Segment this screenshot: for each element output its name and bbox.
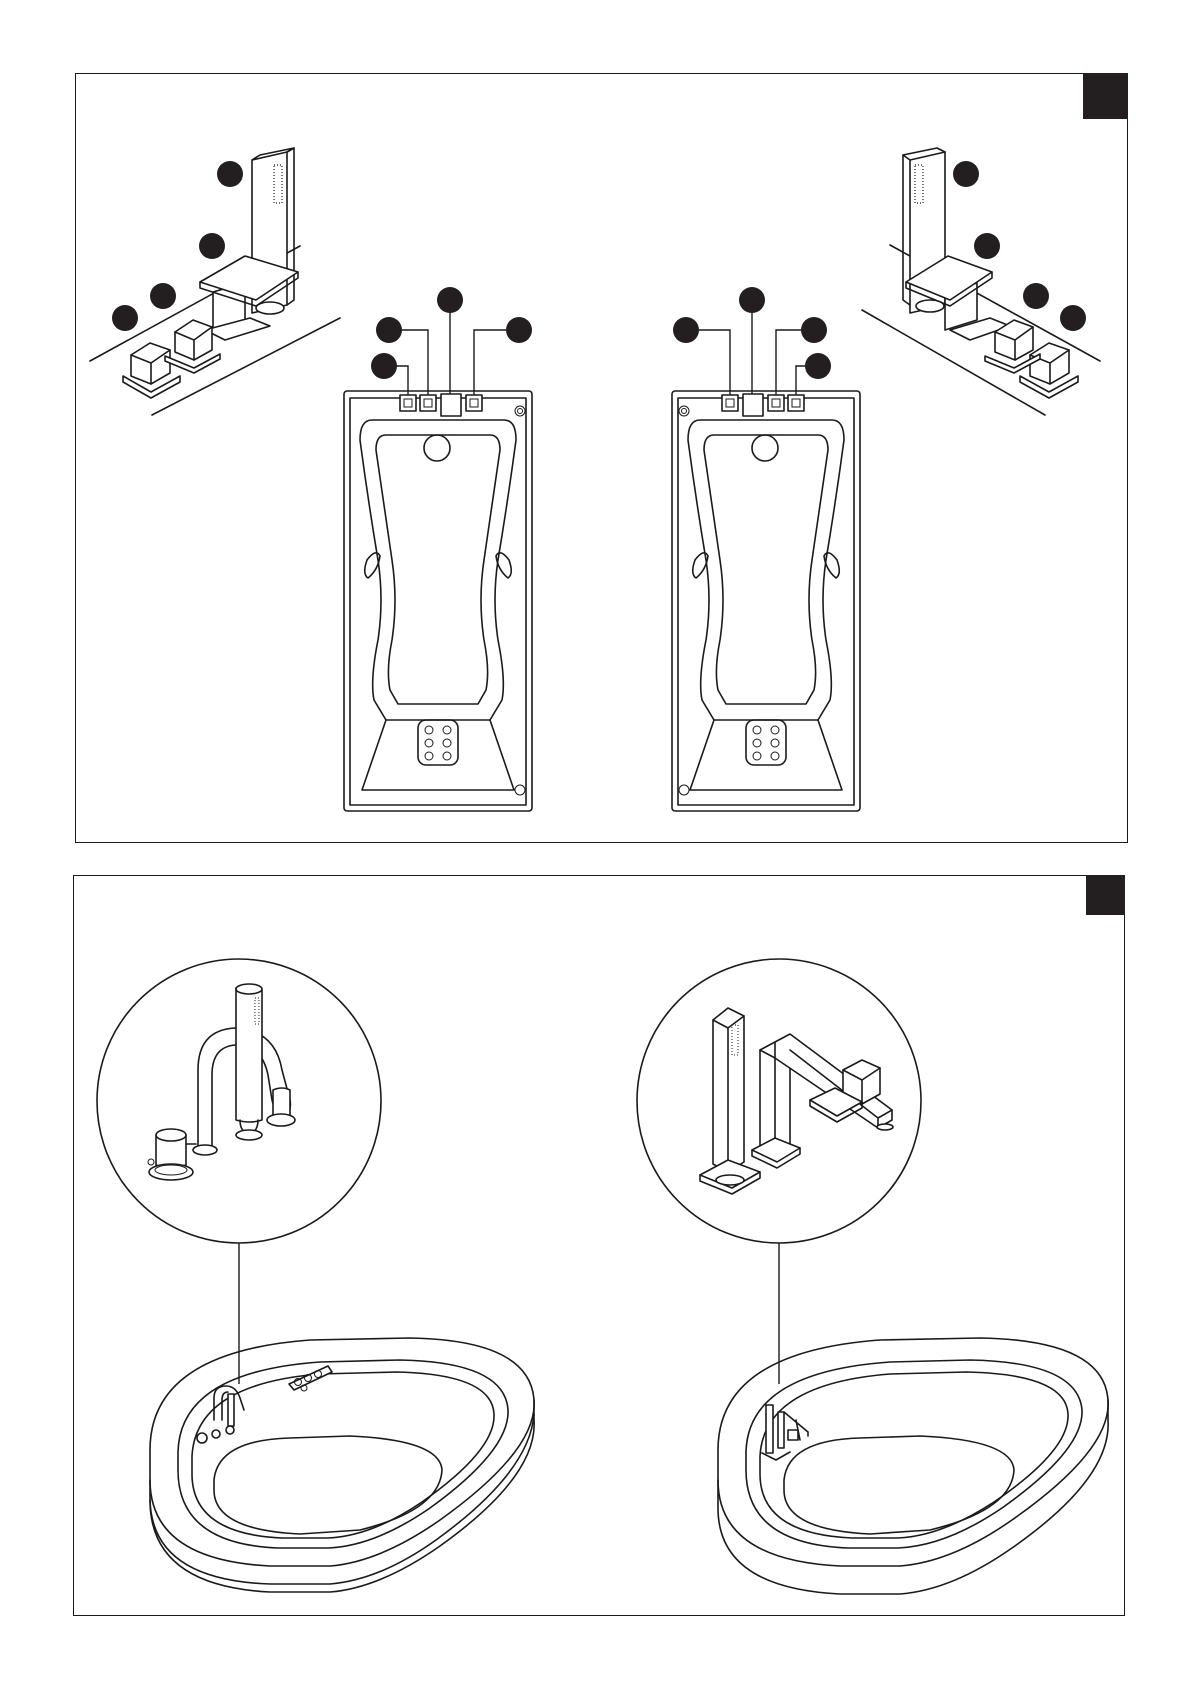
- left-tub-plan-view: [344, 287, 532, 811]
- callout-dot: [673, 317, 699, 343]
- callout-dot: [112, 305, 138, 331]
- callout-dot: [974, 233, 1000, 259]
- callout-dot: [371, 353, 397, 379]
- left-square-faucet-illustration: [90, 148, 340, 415]
- round-faucet-detail-circle: [97, 959, 381, 1384]
- callout-dot: [437, 287, 463, 313]
- callout-dot: [739, 287, 765, 313]
- callout-dot: [1060, 305, 1086, 331]
- callout-dot: [1023, 283, 1049, 309]
- right-tub-plan-view: [672, 287, 860, 811]
- left-oval-bathtub: [150, 1338, 534, 1592]
- callout-dot: [150, 283, 176, 309]
- right-square-faucet-illustration: [862, 148, 1100, 415]
- callout-dot: [217, 161, 243, 187]
- square-faucet-detail-circle: [637, 959, 921, 1384]
- callout-dot: [805, 353, 831, 379]
- callout-dot: [376, 317, 402, 343]
- right-oval-bathtub: [718, 1338, 1108, 1594]
- callout-dot: [506, 317, 532, 343]
- callout-dot: [953, 161, 979, 187]
- callout-dot: [199, 233, 225, 259]
- callout-dot: [801, 317, 827, 343]
